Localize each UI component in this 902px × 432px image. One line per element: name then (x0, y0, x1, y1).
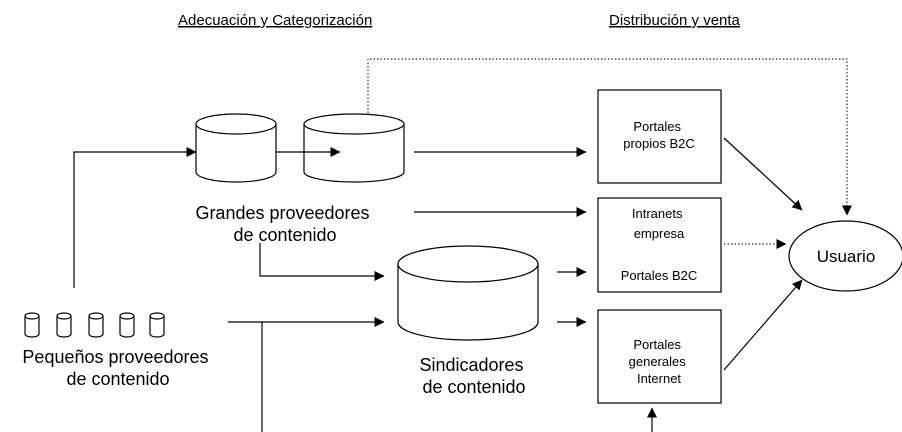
box-portales-propios-text: Portales propios B2C (623, 119, 695, 151)
small-cylinder-5 (149, 312, 165, 338)
label-sindicadores: Sindicadores de contenido (419, 355, 528, 397)
usuario-label: Usuario (817, 247, 876, 266)
small-cylinder-1 (24, 312, 40, 338)
cylinder-grandes-1 (195, 113, 277, 183)
usuario-ellipse (788, 220, 902, 292)
small-cylinder-3 (88, 312, 104, 338)
box-portales-generales (597, 309, 722, 404)
arrow-generales-to-usuario (723, 279, 803, 371)
small-cylinder-4 (119, 312, 135, 338)
header-distribucion: Distribución y venta (609, 12, 741, 29)
arrow-propios-to-usuario (723, 137, 803, 211)
box-intranets-text: Intranets empresa (632, 206, 686, 241)
small-cylinder-2 (56, 312, 72, 338)
box-portales-propios (597, 89, 722, 184)
label-grandes-proveedores: Grandes proveedores de contenido (195, 203, 374, 245)
cylinder-sindicadores (397, 245, 539, 341)
header-adecuacion: Adecuación y Categorización (178, 12, 372, 29)
box-portales-generales-text: Portales generales Internet (629, 337, 690, 386)
box-portales-b2c-text: Portales B2C (621, 268, 698, 283)
arrow-pequenos-to-grandes (73, 147, 197, 288)
label-pequenos-proveedores: Pequeños proveedores de contenido (22, 347, 213, 389)
arrow-grandes-to-sindicadores (259, 243, 385, 281)
small-cylinders (24, 312, 165, 338)
box-intranets-portales-b2c (597, 197, 722, 293)
cylinder-grandes-2 (303, 113, 405, 183)
